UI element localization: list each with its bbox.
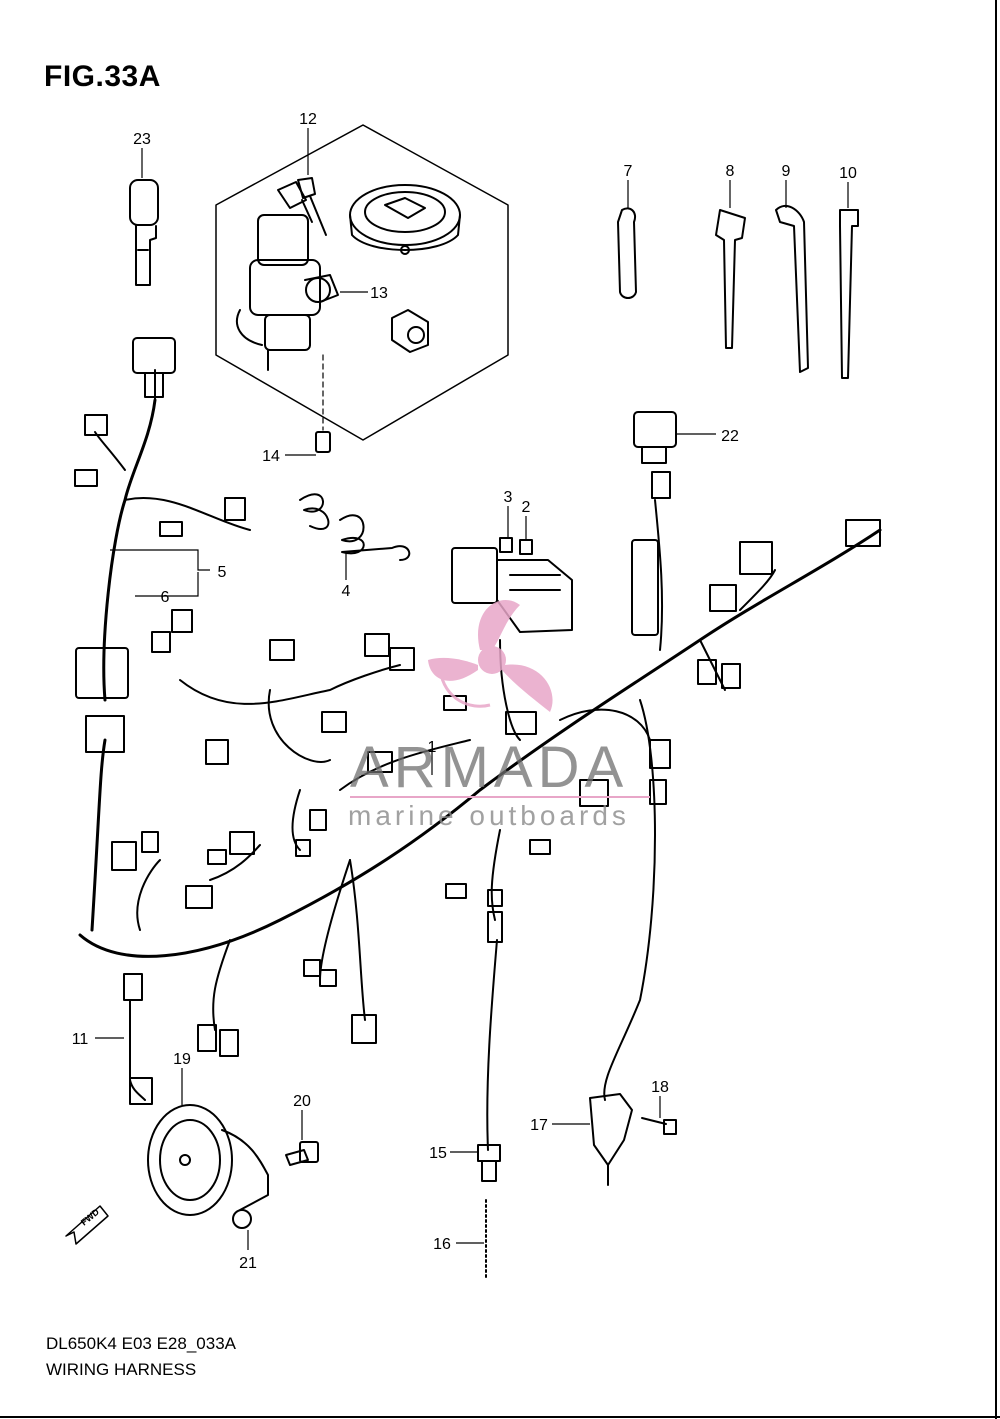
key-drawing [129,179,159,286]
callout-17: 17 [530,1117,548,1134]
ignition-set-outline [215,124,509,441]
fwd-arrow [65,1205,109,1245]
callout-2: 2 [522,499,531,516]
clamp-7 [617,207,637,299]
watermark-brand: ARMADA [350,735,629,800]
callout-8: 8 [726,163,735,180]
callout-13: 13 [370,285,388,302]
callout-6: 6 [161,589,170,606]
callout-7: 7 [624,163,633,180]
callout-4: 4 [342,583,351,600]
horn-drawing [147,1104,269,1216]
fuel-cap-drawing [349,184,461,255]
callout-16: 16 [433,1236,451,1253]
callout-20: 20 [293,1093,311,1110]
relay-drawing [633,411,677,464]
lock-cylinder-drawing [391,309,429,353]
callout-19: 19 [173,1051,191,1068]
callout-14: 14 [262,448,280,465]
callout-10: 10 [839,165,857,182]
callout-21: 21 [239,1255,257,1272]
fuse-box-drawing [451,547,573,633]
callout-5: 5 [218,564,227,581]
watermark-logo [428,600,553,712]
harness-trunk [78,528,882,958]
clamp-9 [775,204,809,373]
ignition-switch-drawing [235,177,339,371]
callout-9: 9 [782,163,791,180]
callout-11: 11 [72,1031,89,1048]
callout-22: 22 [721,428,739,445]
callout-12: 12 [299,111,317,128]
clamp-8 [715,209,746,349]
callout-3: 3 [504,489,513,506]
callout-1: 1 [428,739,437,756]
callout-23: 23 [133,131,151,148]
figure-name: WIRING HARNESS [46,1360,197,1379]
spring-4 [299,493,411,561]
figure-code: DL650K4 E03 E28_033A [46,1334,236,1353]
cable-tie-10 [839,209,859,379]
figure-title: FIG.33A [44,60,161,93]
callout-18: 18 [651,1079,669,1096]
callout-15: 15 [429,1145,447,1162]
watermark-tagline: marine outboards [348,800,630,831]
